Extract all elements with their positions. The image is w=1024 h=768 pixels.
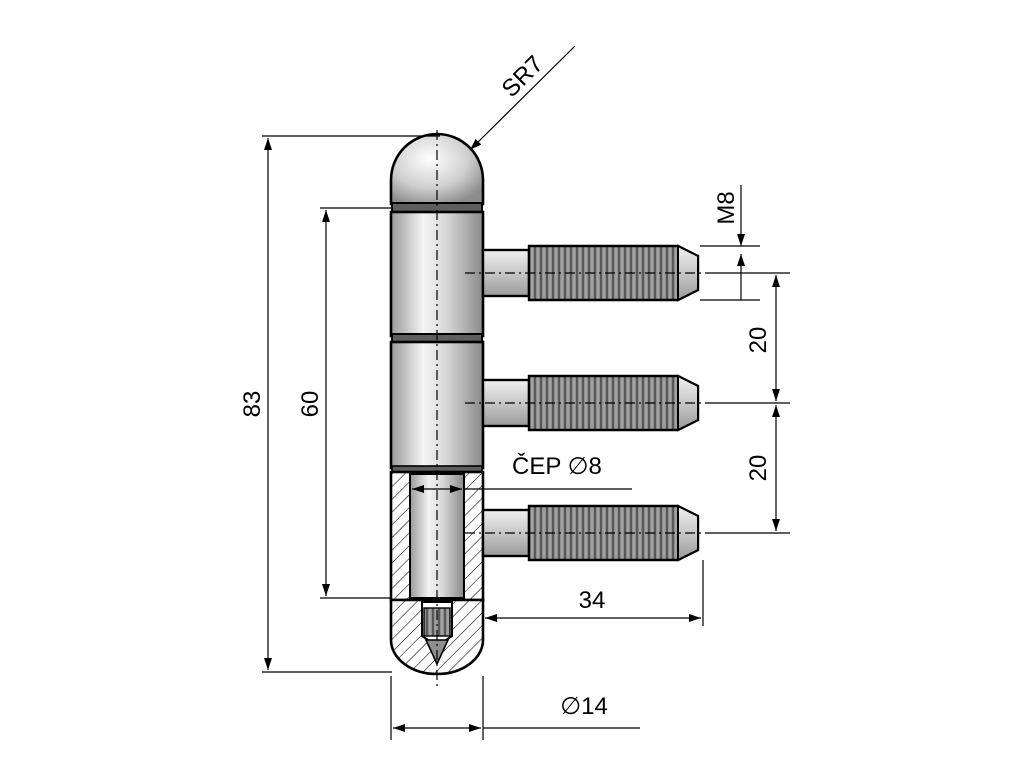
label-overall-height: 83 <box>239 391 266 418</box>
label-pitch-lower: 20 <box>745 455 772 482</box>
dimensions <box>262 45 790 740</box>
label-pitch-upper: 20 <box>745 327 772 354</box>
center-lines <box>436 130 715 690</box>
label-body-height: 60 <box>297 391 324 418</box>
label-diameter: ∅14 <box>560 693 608 720</box>
dome-cap <box>389 132 485 206</box>
label-m8: M8 <box>713 191 740 224</box>
label-pin-length: 34 <box>579 587 606 614</box>
label-pin: ČEP ∅8 <box>512 452 602 480</box>
sr7-leader <box>469 45 576 151</box>
label-sr7: SR7 <box>497 51 549 103</box>
